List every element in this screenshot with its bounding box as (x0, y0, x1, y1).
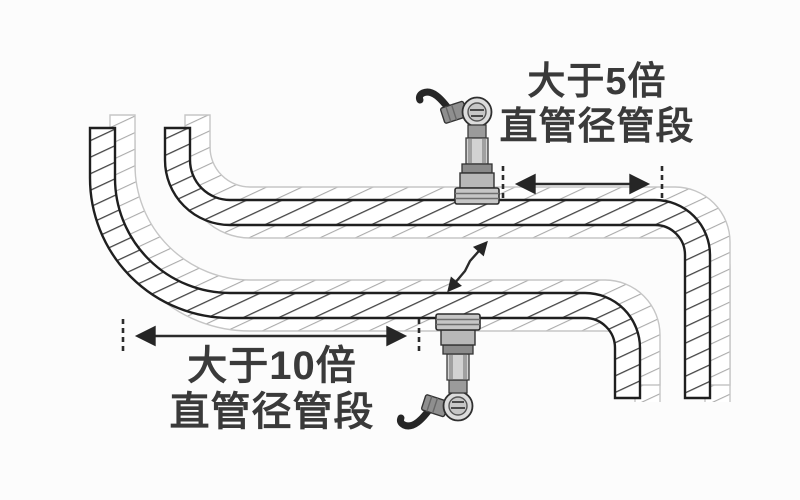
label-5d-line2: 直管径管段 (499, 106, 695, 148)
label-10d-line2: 直管径管段 (169, 390, 375, 434)
ultrasonic-path-arrow (447, 240, 488, 293)
dimension-10d (121, 319, 421, 353)
dimension-5d (501, 166, 664, 200)
label-10d: 大于10倍 直管径管段 (142, 343, 402, 435)
label-10d-line1: 大于10倍 (187, 344, 357, 388)
label-5d-line1: 大于5倍 (527, 61, 667, 103)
label-5d: 大于5倍 直管径管段 (477, 60, 717, 150)
